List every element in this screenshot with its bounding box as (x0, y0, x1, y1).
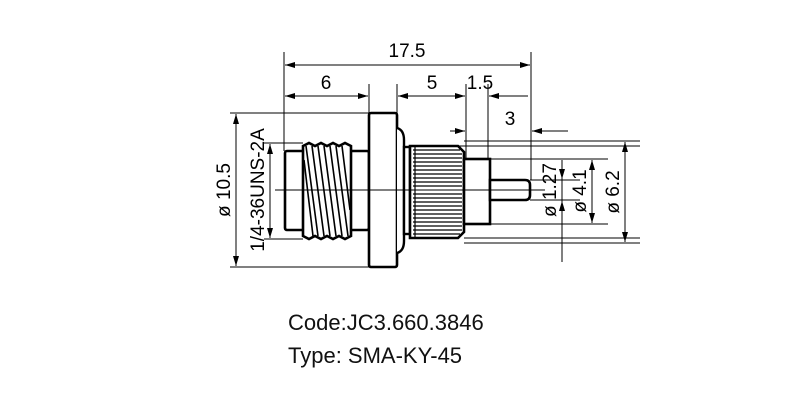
dim-thread-spec: 1/4-36UNS-2A (248, 128, 269, 252)
dim-pin-length: 3 (505, 109, 516, 130)
shank (462, 157, 492, 226)
dim-nut-diameter: ø 6.2 (603, 170, 624, 213)
dimension-lines (233, 62, 628, 266)
dim-pin-diameter: ø 1.27 (540, 163, 561, 217)
dim-shank-length: 1.5 (467, 73, 493, 94)
dim-flange-diameter: ø 10.5 (214, 163, 235, 217)
reference-lines (230, 52, 640, 268)
dim-nut-length: 5 (427, 73, 438, 94)
knurled-nut (408, 144, 466, 240)
connector-technical-drawing: 17.5 6 5 1.5 3 ø 10.5 1/4-36UNS-2A ø 1.2… (214, 41, 640, 269)
product-type: Type: SMA-KY-45 (288, 343, 463, 368)
dim-shank-diameter: ø 4.1 (570, 169, 591, 212)
thread-band (301, 141, 353, 241)
dim-body-length: 6 (321, 73, 332, 94)
product-code: Code:JC3.660.3846 (288, 310, 484, 335)
dim-overall-length: 17.5 (389, 41, 426, 62)
dimension-labels: 17.5 6 5 1.5 3 ø 10.5 1/4-36UNS-2A ø 1.2… (214, 41, 624, 252)
